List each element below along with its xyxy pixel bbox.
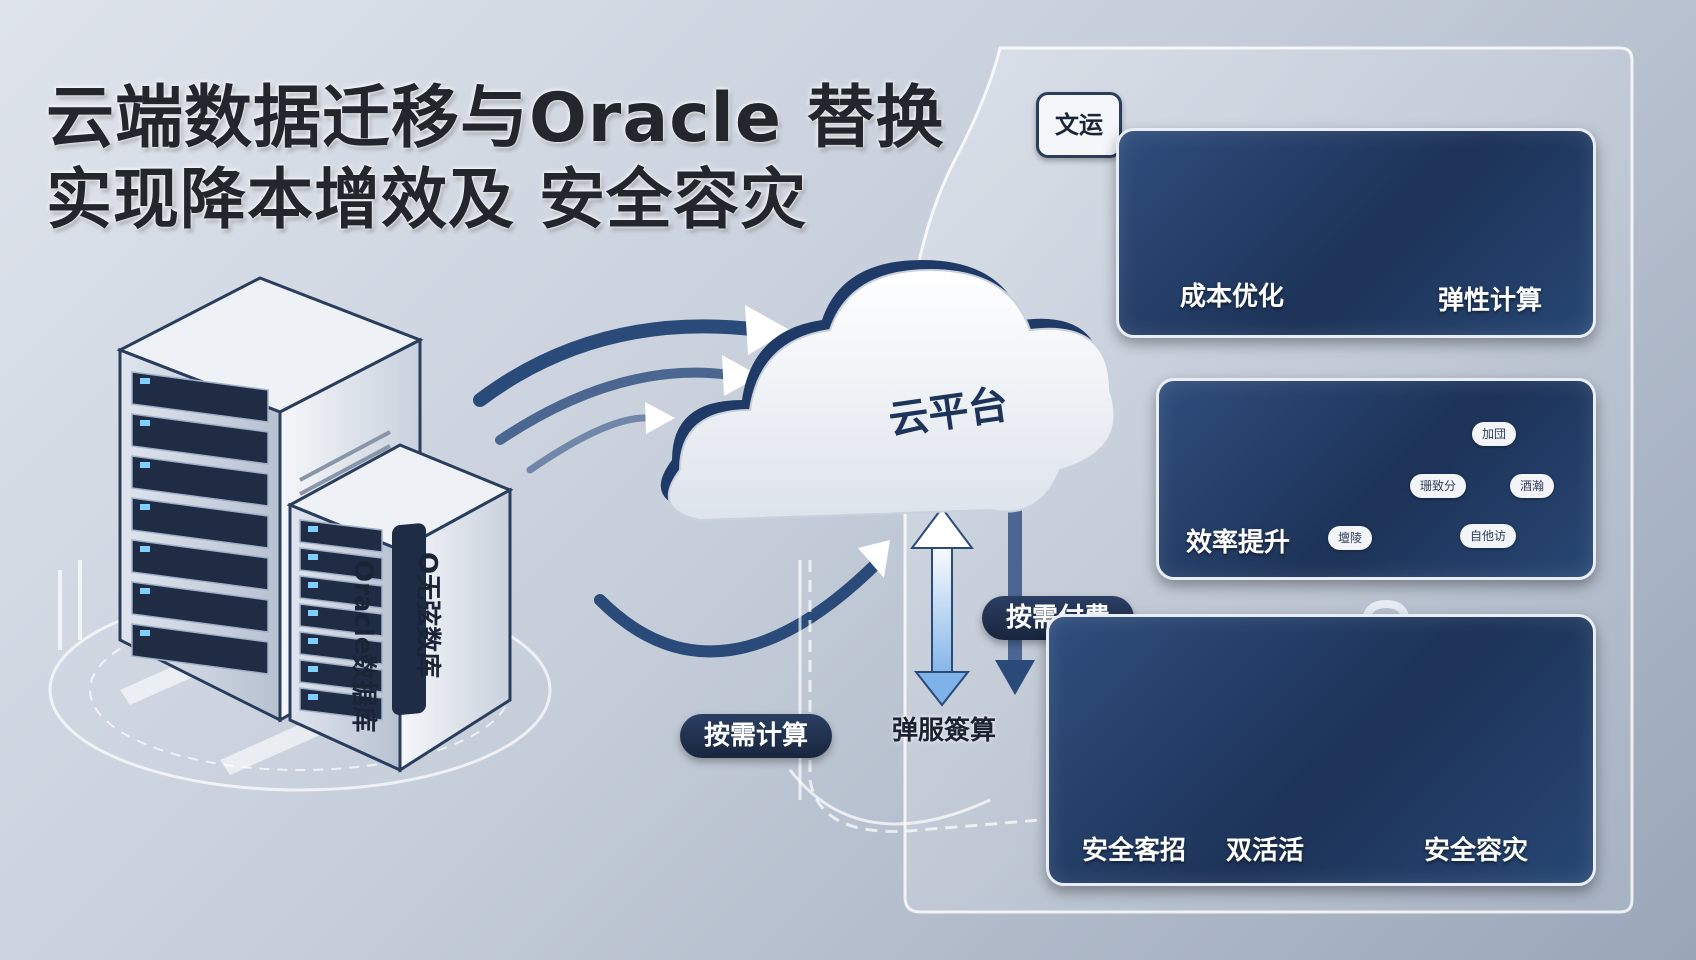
drive-bay	[131, 539, 269, 591]
drive-led	[140, 630, 150, 636]
node-label-right: 酒瀚	[1510, 474, 1555, 498]
database-label-2: O无弦数库	[412, 552, 442, 679]
server-bays	[131, 371, 269, 675]
card-label-security: 安全客招	[1082, 836, 1187, 866]
title-line-2: 实现降本增效及 安全容灾	[46, 161, 807, 238]
card-disaster-recovery	[1046, 614, 1596, 886]
drive-led	[308, 610, 318, 616]
card-cost-optimization	[1116, 128, 1596, 338]
drive-bay	[131, 497, 269, 549]
migration-arrows	[473, 305, 890, 658]
drive-led	[308, 638, 318, 644]
drive-bay	[131, 413, 269, 465]
drive-bay	[131, 455, 269, 507]
node-label-flow: 壇陵	[1328, 526, 1373, 550]
drive-bay	[299, 603, 383, 637]
drive-bay	[131, 623, 269, 675]
drive-led	[140, 588, 150, 594]
drive-bay	[299, 687, 383, 721]
node-label-top: 加団	[1472, 422, 1517, 446]
drive-bay	[299, 519, 383, 553]
drive-bay	[299, 659, 383, 693]
drive-led	[308, 554, 318, 560]
drive-led	[140, 462, 150, 468]
card-label-cost: 成本优化	[1180, 282, 1285, 312]
compute-on-demand-label: 按需计算	[680, 714, 833, 758]
server-bays-small	[299, 519, 383, 721]
elastic-label: 弹服簽算	[892, 716, 997, 746]
elastic-arrows	[910, 490, 1035, 707]
node-label-bottom: 自他访	[1460, 524, 1517, 548]
drive-led	[308, 526, 318, 532]
drive-bay	[299, 547, 383, 581]
drive-bay	[299, 631, 383, 665]
drive-bay	[299, 575, 383, 609]
node-label-left: 珊致分	[1410, 474, 1467, 498]
drive-led	[140, 420, 150, 426]
card-label-disaster: 安全容灾	[1424, 836, 1529, 866]
drive-led	[308, 666, 318, 672]
drive-bay	[131, 371, 269, 423]
card-label-elastic: 弹性计算	[1438, 286, 1543, 316]
card-label-efficiency: 效率提升	[1186, 528, 1291, 558]
cloud-platform	[660, 260, 1116, 522]
title-line-1: 云端数据迁移与Oracle 替换	[46, 79, 945, 158]
drive-led	[140, 546, 150, 552]
drive-led	[308, 582, 318, 588]
drive-led	[140, 378, 150, 384]
drive-led	[308, 694, 318, 700]
drive-led	[140, 504, 150, 510]
drive-bay	[131, 581, 269, 633]
database-label: Oracle数据库	[348, 560, 378, 733]
flow-lines	[788, 560, 1041, 833]
card-label-active-active: 双活活	[1226, 836, 1305, 866]
panel-tag: 文运	[1036, 92, 1122, 158]
